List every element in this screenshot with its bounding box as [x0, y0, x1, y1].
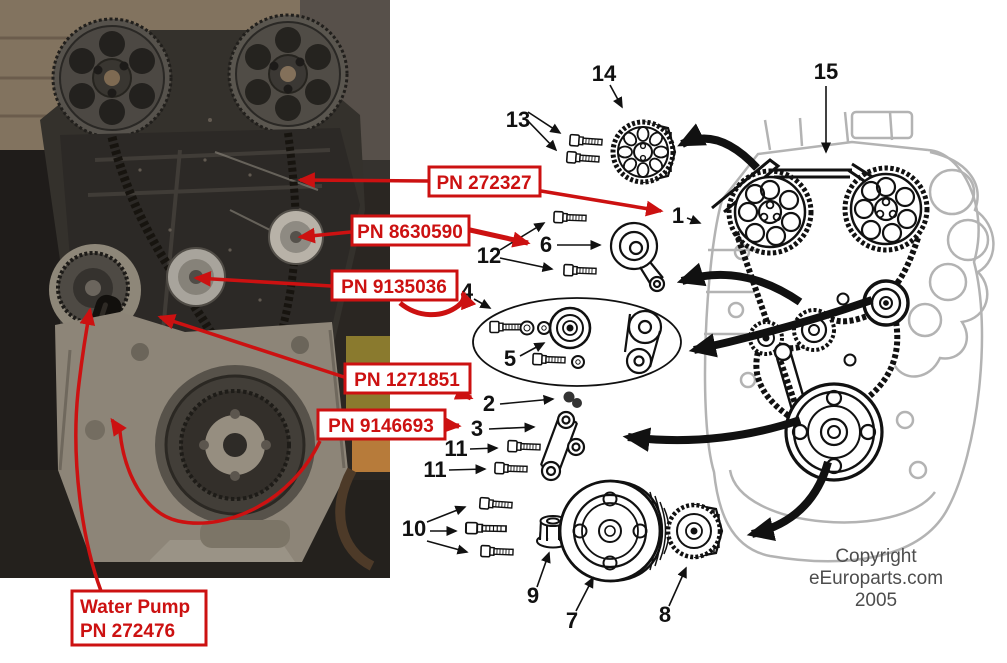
photo-cam-gear-left [51, 17, 173, 139]
arrow-engine-to-part14 [677, 123, 760, 171]
lineart-idler-pulley [862, 279, 910, 327]
copyright-line1: Copyright [835, 546, 917, 567]
callout-1: 1 [672, 203, 684, 228]
arrow-272327-to-diagram [540, 189, 664, 217]
arrow-9146693-to-diagram [443, 416, 462, 433]
photo-crank-pulley [155, 365, 315, 525]
pointer-11a [469, 443, 499, 454]
pn-272327-label: PN 272327 [427, 165, 542, 198]
arrow-engine-to-part3 [622, 416, 802, 452]
photo-center-pulley [166, 247, 226, 307]
water-pump-text-line2: PN 272476 [80, 621, 175, 642]
pn-9135036-label: PN 9135036 [330, 269, 459, 302]
callout-15: 15 [814, 59, 838, 84]
callout-3: 3 [471, 416, 483, 441]
pointer-14 [609, 84, 623, 109]
water-pump-label: Water Pump PN 272476 [70, 589, 208, 647]
callout-5: 5 [504, 346, 516, 371]
pn-272327-text: PN 272327 [436, 173, 531, 194]
copyright-line2: eEuroparts.com [809, 568, 943, 589]
pointer-10c [426, 540, 469, 555]
pn-8630590-text: PN 8630590 [357, 222, 463, 243]
pointer-4 [473, 298, 492, 309]
pointer-10a [426, 505, 467, 523]
pointer-2 [499, 394, 555, 405]
copyright-notice: Copyright eEuroparts.com 2005 [809, 546, 943, 611]
part6-belt-tensioner [609, 221, 666, 293]
part2-nut [563, 391, 582, 408]
pointer-13a [527, 111, 562, 134]
pn-8630590-label: PN 8630590 [350, 214, 471, 247]
callout-13: 13 [506, 107, 530, 132]
callout-8: 8 [659, 602, 671, 627]
arrow-9135036-to-photo [193, 271, 332, 288]
arrow-engine-to-part5-group [688, 296, 874, 358]
copyright-line3: 2005 [855, 590, 897, 611]
part14-cam-gear [610, 119, 677, 185]
engine-line-art [622, 110, 995, 563]
pointer-5 [519, 342, 546, 357]
arrow-engine-to-part6 [676, 262, 803, 306]
lineart-cam-sprocket-right [842, 165, 930, 253]
pointer-13b [527, 120, 558, 152]
engine-photo [0, 0, 390, 578]
pn-9135036-text: PN 9135036 [341, 277, 447, 298]
arrow-8630590-to-diagram [469, 227, 531, 248]
pointer-8 [668, 566, 687, 607]
part7-crank-pulley [558, 479, 670, 583]
callout-12: 12 [477, 243, 501, 268]
pn-1271851-label: PN 1271851 [343, 362, 472, 395]
arrow-9146693-to-photo-arc [110, 417, 322, 525]
pointer-7 [575, 576, 594, 612]
part8-crank-sprocket [665, 502, 724, 560]
callout-14: 14 [592, 61, 617, 86]
arrow-water-pump-to-photo [74, 307, 103, 592]
callout-7: 7 [566, 608, 578, 633]
pn-9146693-text: PN 9146693 [328, 416, 434, 437]
callout-6: 6 [540, 232, 552, 257]
arrow-272327-to-photo [297, 172, 429, 188]
pointer-11b [448, 464, 487, 475]
lineart-cam-sprocket-left [726, 168, 814, 256]
lineart-crank-pulley [784, 382, 884, 482]
pointer-3 [488, 422, 536, 433]
callout-10: 10 [402, 516, 426, 541]
callout-2: 2 [483, 391, 495, 416]
callout-11b: 11 [423, 457, 446, 482]
pn-1271851-text: PN 1271851 [354, 370, 460, 391]
pointer-1 [686, 214, 702, 225]
callout-11a: 11 [444, 436, 467, 461]
arrow-9135036-to-diagram [398, 290, 477, 318]
pointer-12b [499, 257, 554, 272]
pointer-9 [536, 551, 551, 588]
arrow-8630590-to-photo [297, 227, 352, 244]
red-annotations: PN 272327 PN 8630590 PN 9135036 PN 12718… [70, 165, 664, 647]
callout-9: 9 [527, 583, 539, 608]
water-pump-text-line1: Water Pump [80, 597, 190, 618]
part4-idler-group [472, 297, 682, 387]
arrow-1271851-to-photo [157, 314, 345, 379]
part4-bracket [623, 309, 663, 375]
part3-tensioner-damper [539, 410, 586, 482]
part5-idler-pulley [548, 306, 592, 350]
pn-9146693-label: PN 9146693 [316, 408, 447, 441]
photo-cam-gear-right [227, 13, 349, 135]
exploded-diagram: 13 14 15 1 6 12 4 5 2 3 11 11 10 9 7 8 [402, 59, 838, 633]
arrow-engine-to-part8 [746, 460, 832, 541]
